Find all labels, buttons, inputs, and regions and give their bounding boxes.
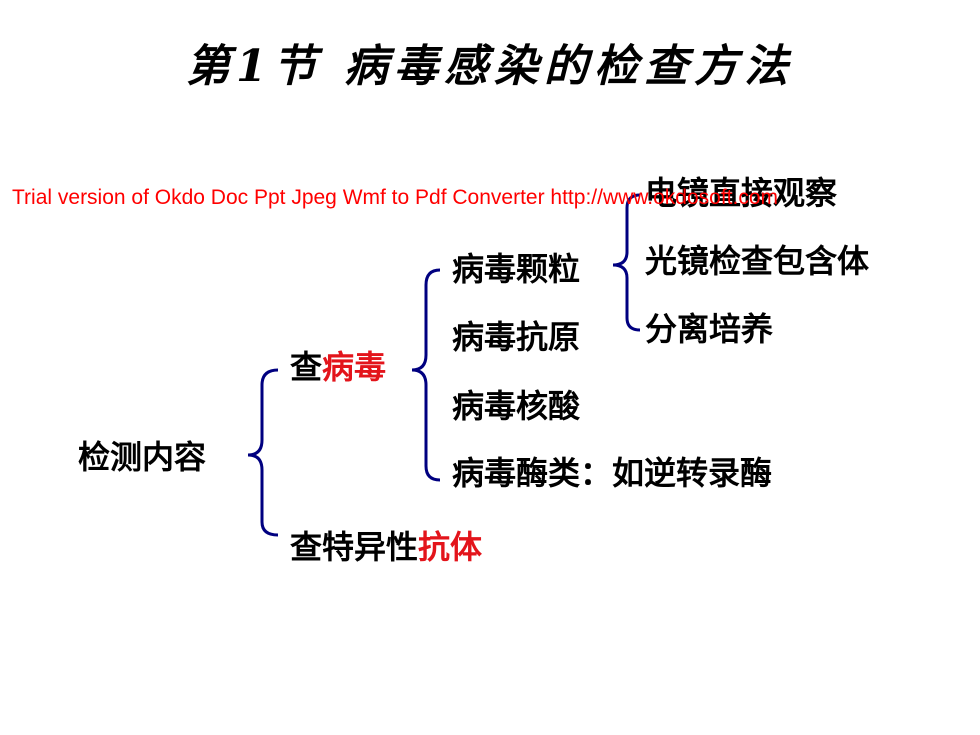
root-label: 检测内容 <box>78 438 207 476</box>
virus-item-nucleic-acid: 病毒核酸 <box>452 387 581 425</box>
branch-check-antibody-prefix: 查特异性 <box>290 528 419 566</box>
watermark-text: Trial version of Okdo Doc Ppt Jpeg Wmf t… <box>12 186 779 209</box>
virus-item-particle: 病毒颗粒 <box>452 250 581 288</box>
particle-bracket <box>612 193 641 332</box>
branch-check-antibody-highlight: 抗体 <box>418 528 483 566</box>
branch-check-antibody: 查特异性抗体 <box>290 527 482 567</box>
branch-check-virus-highlight: 病毒 <box>322 348 387 386</box>
method-light-microscopy: 光镜检查包含体 <box>645 242 870 280</box>
virus-item-enzymes: 病毒酶类：如逆转录酶 <box>452 454 773 492</box>
slide-title: 第1节 病毒感染的检查方法 <box>186 41 794 92</box>
branch-check-virus-prefix: 查 <box>290 348 323 386</box>
branch-check-virus: 查病毒 <box>290 347 386 387</box>
method-electron-microscopy: 电镜直接观察 <box>645 174 838 212</box>
method-isolation-culture: 分离培养 <box>645 310 774 348</box>
root-bracket <box>247 368 279 537</box>
virus-item-antigen: 病毒抗原 <box>452 318 581 356</box>
virus-bracket <box>411 268 441 482</box>
